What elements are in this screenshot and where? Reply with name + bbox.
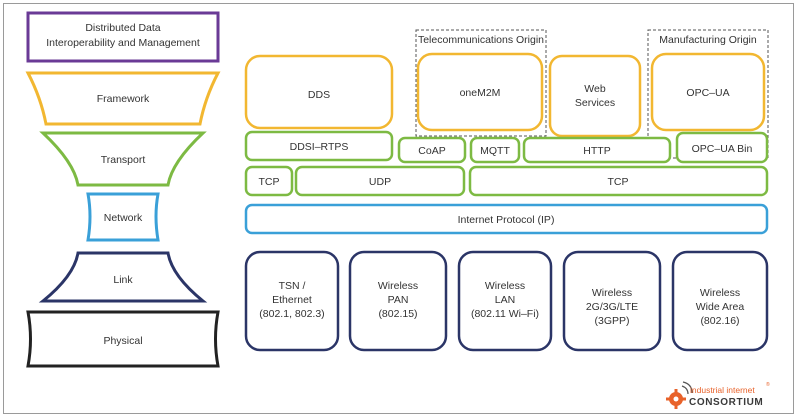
data-mgmt-label-2: Interoperability and Management [46,37,200,49]
pan-line-3: (802.15) [378,308,417,320]
framework-label: Framework [97,93,150,105]
lan-line-2: LAN [495,294,515,306]
layer-network: Network [86,192,160,242]
physical-label: Physical [103,335,142,347]
layer-link: Link [38,251,208,303]
opcua-bin-box: OPC–UA Bin [675,131,769,164]
link-box-tsn-ethernet: TSN / Ethernet (802.1, 802.3) [244,250,340,352]
cellular-line-1: Wireless [592,287,632,299]
pan-line-2: PAN [388,294,409,306]
mqtt-label: MQTT [480,145,510,157]
lan-line-3: (802.11 Wi–Fi) [471,308,539,320]
dds-box: DDS [244,54,394,130]
tcp-right-label: TCP [608,176,629,188]
coap-box: CoAP [397,136,467,164]
wide-area-line-3: (802.16) [700,315,739,327]
ip-label: Internet Protocol (IP) [458,214,555,226]
link-box-wireless-wide-area: Wireless Wide Area (802.16) [671,250,769,352]
link-box-wireless-lan: Wireless LAN (802.11 Wi–Fi) [457,250,553,352]
cellular-line-3: (3GPP) [594,315,629,327]
iic-logo: industrial internet ® CONSORTIUM [666,381,770,409]
transport-label: Transport [101,154,146,166]
link-label: Link [113,274,133,286]
udp-box: UDP [294,165,466,197]
onem2m-box: oneM2M [416,52,544,132]
coap-label: CoAP [418,145,445,157]
wide-area-line-1: Wireless [700,287,740,299]
mqtt-box: MQTT [469,136,521,164]
lan-line-1: Wireless [485,280,525,292]
http-box: HTTP [522,136,672,164]
onem2m-label: oneM2M [460,87,501,99]
tsn-line-1: TSN / [279,280,306,292]
ddsi-rtps-box: DDSI–RTPS [244,130,394,162]
telecom-origin-label: Telecommunications Origin [418,34,544,46]
layer-physical: Physical [26,310,220,368]
ip-box: Internet Protocol (IP) [244,203,769,235]
outer-frame [3,3,794,414]
opcua-bin-label: OPC–UA Bin [692,143,753,155]
web-services-box: Web Services [548,54,642,138]
dds-label: DDS [308,89,330,101]
layer-transport: Transport [39,131,207,187]
tsn-line-3: (802.1, 802.3) [259,308,324,320]
iic-gear-icon [666,389,686,409]
iic-logo-mark: ® [766,381,770,388]
manufacturing-origin-label: Manufacturing Origin [659,34,757,46]
tsn-line-2: Ethernet [272,294,312,306]
iic-logo-line-2: CONSORTIUM [689,397,763,408]
layer-data-management: Distributed Data Interoperability and Ma… [26,11,220,63]
wide-area-line-2: Wide Area [696,301,745,313]
iic-logo-line-1: industrial internet [690,385,755,395]
telecom-origin-group: Telecommunications Origin [415,29,547,137]
network-label: Network [104,212,143,224]
link-box-wireless-pan: Wireless PAN (802.15) [348,250,448,352]
pan-line-1: Wireless [378,280,418,292]
data-mgmt-label-1: Distributed Data [85,22,160,34]
tcp-left-box: TCP [244,165,294,197]
opcua-box: OPC–UA [650,52,766,132]
udp-label: UDP [369,176,391,188]
opcua-label: OPC–UA [686,87,729,99]
tcp-right-box: TCP [468,165,769,197]
iic-signal-arcs-icon [681,381,693,395]
link-box-wireless-cellular: Wireless 2G/3G/LTE (3GPP) [562,250,662,352]
cellular-line-2: 2G/3G/LTE [586,301,638,313]
layer-framework: Framework [25,71,221,126]
web-services-label-2: Services [575,97,615,109]
web-services-label-1: Web [584,83,606,95]
http-label: HTTP [583,145,610,157]
tcp-left-label: TCP [259,176,280,188]
ddsi-rtps-label: DDSI–RTPS [290,141,349,153]
